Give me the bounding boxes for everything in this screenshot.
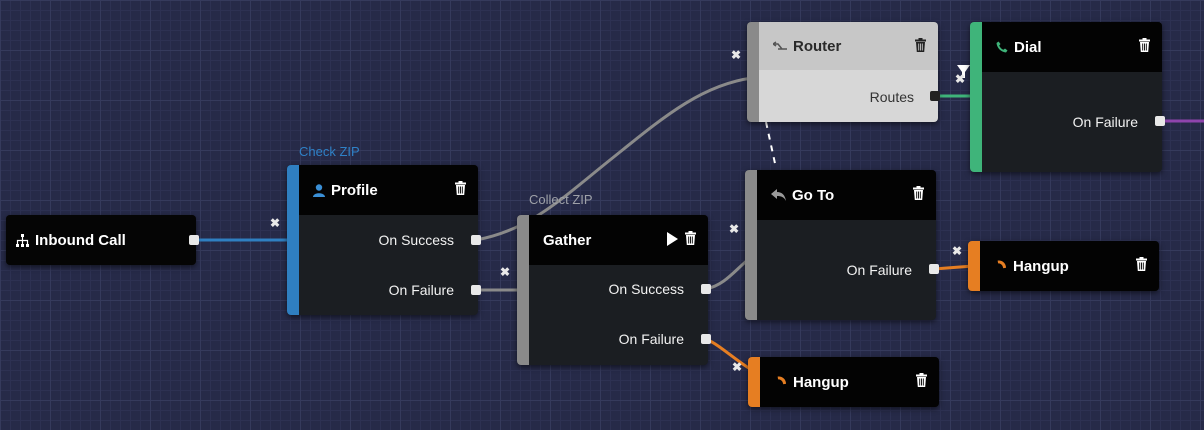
- inbound-call-node[interactable]: Inbound Call: [6, 215, 196, 265]
- node-body: [759, 70, 938, 122]
- accent-bar: [748, 357, 760, 407]
- disconnect-icon[interactable]: ✖: [731, 48, 742, 62]
- node-caption: Collect ZIP: [529, 192, 593, 207]
- play-icon[interactable]: [667, 232, 678, 246]
- disconnect-icon[interactable]: ✖: [500, 265, 511, 279]
- goto-node[interactable]: Go To On Failure: [745, 170, 936, 320]
- node-title: Profile: [331, 181, 378, 199]
- node-title: Gather: [543, 231, 592, 249]
- edge-goto-failure-hangup[interactable]: [933, 264, 974, 271]
- node-header[interactable]: Gather: [529, 215, 708, 265]
- accent-bar: [968, 241, 980, 291]
- node-title: Hangup: [1013, 257, 1069, 275]
- dial-node[interactable]: Dial On Failure: [970, 22, 1162, 172]
- port-label-on-failure: On Failure: [388, 282, 454, 298]
- node-title: Inbound Call: [35, 231, 126, 249]
- hangup-node[interactable]: Hangup: [748, 357, 939, 407]
- hangup-icon: [774, 376, 787, 388]
- port-label-on-success: On Success: [608, 281, 684, 297]
- port-label-on-success: On Success: [378, 232, 454, 248]
- disconnect-icon[interactable]: ✖: [270, 216, 281, 230]
- hangup-icon: [994, 260, 1007, 272]
- output-port-on-failure[interactable]: [471, 285, 481, 295]
- node-header[interactable]: Hangup: [980, 241, 1159, 291]
- trash-icon[interactable]: [1136, 257, 1147, 271]
- node-header[interactable]: Profile: [299, 165, 478, 215]
- output-port[interactable]: [189, 235, 199, 245]
- accent-bar: [745, 170, 757, 320]
- disconnect-icon[interactable]: ✖: [952, 244, 963, 258]
- disconnect-icon[interactable]: ✖: [729, 222, 740, 236]
- output-port-routes[interactable]: [930, 91, 940, 101]
- sitemap-icon: [16, 233, 29, 247]
- accent-bar: [747, 22, 759, 122]
- port-label-on-failure: On Failure: [618, 331, 684, 347]
- hangup-node[interactable]: Hangup: [968, 241, 1159, 291]
- gather-node[interactable]: Gather On Success On Failure: [517, 215, 708, 365]
- node-title: Dial: [1014, 38, 1042, 56]
- edge-gather-success-goto[interactable]: [705, 256, 751, 291]
- trash-icon[interactable]: [1139, 38, 1150, 52]
- trash-icon[interactable]: [913, 186, 924, 200]
- profile-node[interactable]: Profile On Success On Failure: [287, 165, 478, 315]
- node-header[interactable]: Hangup: [760, 357, 939, 407]
- trash-icon[interactable]: [455, 181, 466, 195]
- node-header[interactable]: Go To: [757, 170, 936, 220]
- output-port-on-failure[interactable]: [701, 334, 711, 344]
- output-port-on-success[interactable]: [471, 235, 481, 245]
- node-caption: Check ZIP: [299, 144, 360, 159]
- trash-icon[interactable]: [685, 231, 696, 245]
- filter-icon[interactable]: [957, 65, 970, 78]
- accent-bar: [970, 22, 982, 172]
- accent-bar: [287, 165, 299, 315]
- output-port-on-failure[interactable]: [929, 264, 939, 274]
- edge-router-goto-dashed[interactable]: [765, 121, 777, 169]
- phone-icon: [996, 41, 1008, 53]
- node-header[interactable]: Router: [759, 22, 938, 70]
- port-label-on-failure: On Failure: [846, 262, 912, 278]
- node-header[interactable]: Dial: [982, 22, 1162, 72]
- router-node[interactable]: Router Routes: [747, 22, 938, 122]
- reply-icon: [771, 189, 786, 201]
- node-header[interactable]: Inbound Call: [6, 215, 196, 265]
- port-label-routes: Routes: [869, 89, 914, 105]
- node-title: Hangup: [793, 373, 849, 391]
- output-port-on-success[interactable]: [701, 284, 711, 294]
- route-icon: [773, 40, 787, 52]
- port-label-on-failure: On Failure: [1072, 114, 1138, 130]
- node-title: Router: [793, 37, 842, 55]
- disconnect-icon[interactable]: ✖: [955, 72, 966, 86]
- output-port-on-failure[interactable]: [1155, 116, 1165, 126]
- user-icon: [313, 183, 325, 197]
- trash-icon[interactable]: [916, 373, 927, 387]
- disconnect-icon[interactable]: ✖: [732, 360, 743, 374]
- node-title: Go To: [792, 186, 835, 204]
- edge-gather-failure-hangup[interactable]: [705, 337, 753, 372]
- trash-icon[interactable]: [915, 38, 926, 52]
- accent-bar: [517, 215, 529, 365]
